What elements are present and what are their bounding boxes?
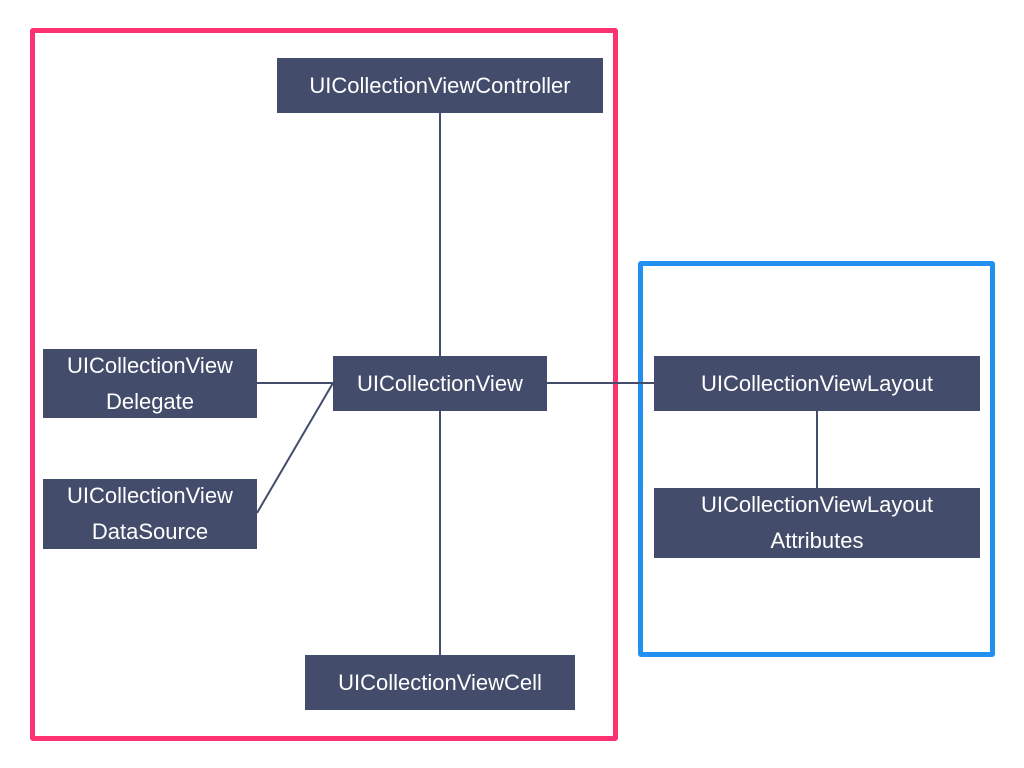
node-label-line-2: DataSource [91,519,209,544]
node-label: UICollectionViewCell [338,669,542,695]
node-uicollectionviewcell: UICollectionViewCell [305,655,575,710]
node-label-line-2: Delegate [105,388,195,414]
node-label-line-1: UICollectionViewLayout [701,492,933,517]
node-uicollectionviewlayout: UICollectionViewLayout [654,356,980,411]
node-uicollectionviewlayout-attributes: UICollectionViewLayout Attributes [654,488,980,558]
node-label-line-1: UICollectionView [67,352,233,378]
node-label: UICollectionViewController [309,72,571,98]
connector-datasource-view [256,382,334,514]
layout-group-frame [638,261,995,657]
node-label-line-2: Attributes [770,528,864,553]
view-group-frame [30,28,618,741]
node-uicollectionview: UICollectionView [333,356,547,411]
node-label: UICollectionViewLayout [701,370,933,396]
node-label-line-1: UICollectionView [67,483,233,508]
node-uicollectionviewcontroller: UICollectionViewController [277,58,603,113]
node-uicollectionview-datasource: UICollectionView DataSource [43,479,257,549]
node-uicollectionview-delegate: UICollectionView Delegate [43,349,257,418]
node-label: UICollectionView [357,370,523,396]
